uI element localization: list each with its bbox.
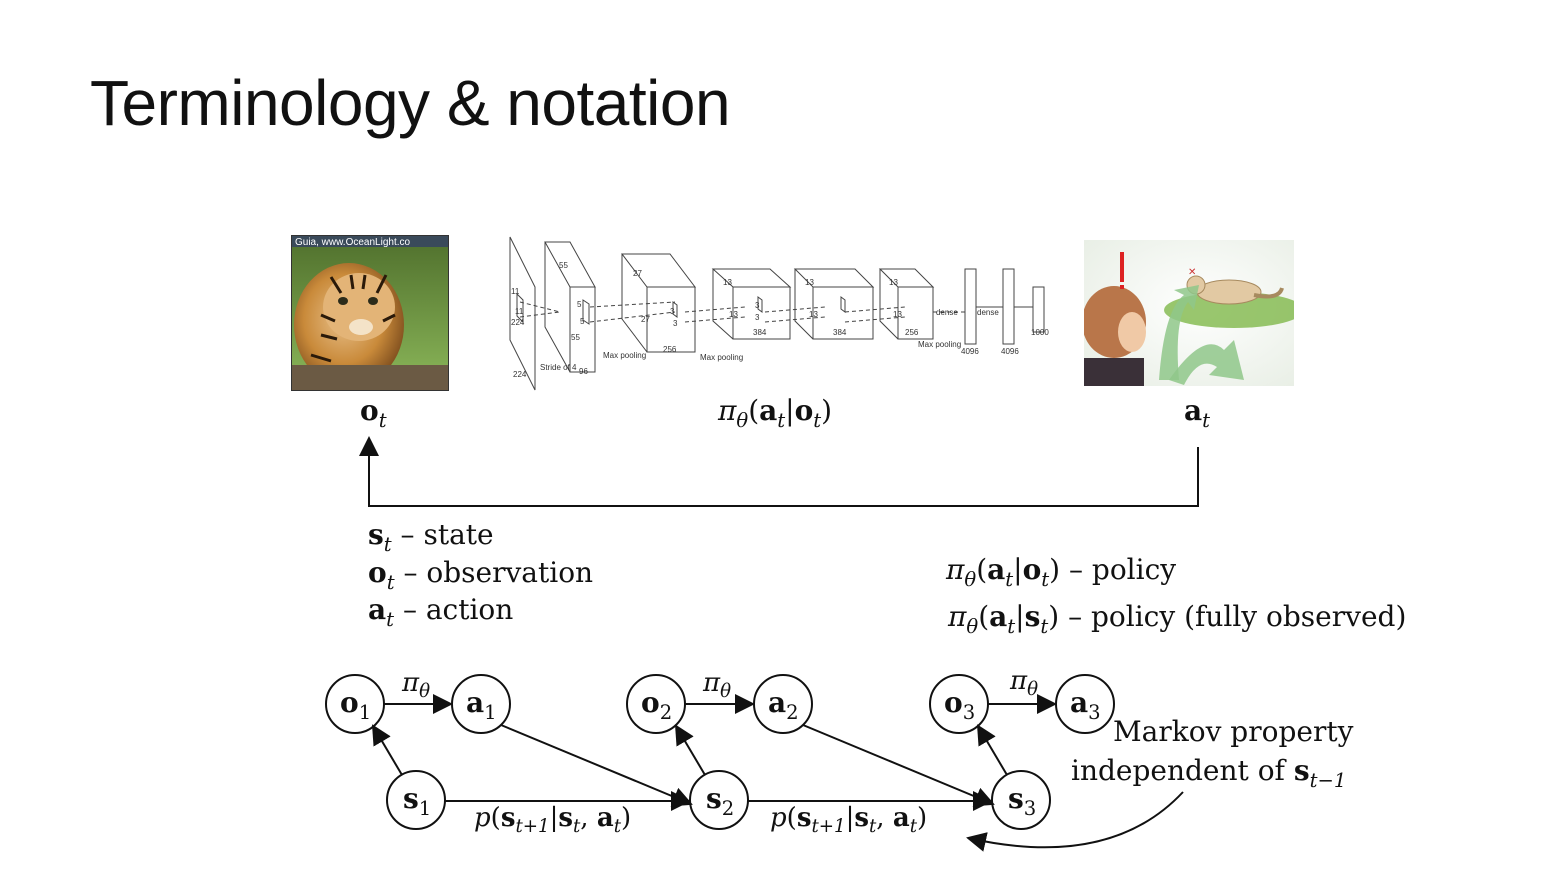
- net-label: 13: [805, 278, 814, 287]
- net-label: 27: [641, 315, 650, 324]
- edge-s1-o1: [371, 724, 403, 776]
- net-label: 3: [755, 301, 760, 310]
- transition-label-2: p(st+1|st, at): [770, 803, 928, 838]
- net-label: 5: [577, 300, 582, 309]
- net-label: 256: [905, 328, 919, 337]
- net-label: 55: [559, 261, 568, 270]
- term-observation: ot – observation: [368, 556, 594, 594]
- net-label: Stride of 4: [540, 363, 577, 372]
- net-label: 5: [580, 317, 585, 326]
- edge-a2-s3: [802, 724, 995, 807]
- net-label: 3: [673, 319, 678, 328]
- edge-s3-o3: [976, 724, 1008, 776]
- net-label: 13: [809, 310, 818, 319]
- tiger-observation-image: Guia, www.OceanLight.co: [291, 235, 449, 391]
- net-label: Max pooling: [700, 353, 743, 362]
- edge-label-pi-1: πθ: [402, 668, 431, 703]
- net-label: 256: [663, 345, 677, 354]
- node-label-o1: o1: [340, 686, 372, 724]
- net-label: 13: [729, 310, 738, 319]
- net-label: dense: [936, 308, 958, 317]
- observation-label: ot: [360, 394, 387, 432]
- action-image: ✕: [1084, 240, 1294, 386]
- edge-label-pi-2: πθ: [703, 668, 732, 703]
- net-label: 4096: [961, 347, 979, 356]
- markov-note-line1: Markov property: [1113, 715, 1354, 748]
- net-label: 384: [833, 328, 847, 337]
- edge-s2-o2: [674, 724, 706, 776]
- net-label: 13: [893, 310, 902, 319]
- policy-label: πθ(at|ot): [718, 394, 833, 432]
- term-state: st – state: [368, 518, 494, 556]
- node-label-o2: o2: [641, 686, 673, 724]
- net-label: 13: [889, 278, 898, 287]
- edge-label-pi-3: πθ: [1010, 666, 1039, 701]
- markov-curved-arrow: [966, 791, 1184, 852]
- net-label: 11: [515, 307, 524, 316]
- policy-partial: πθ(at|ot) – policy: [946, 553, 1177, 591]
- net-label: 13: [723, 278, 732, 287]
- net-label: 55: [571, 333, 580, 342]
- net-label: Max pooling: [603, 351, 646, 360]
- net-label: 224: [513, 370, 527, 379]
- node-label-a2: a2: [768, 686, 799, 724]
- tiger-watermark: Guia, www.OceanLight.co: [295, 237, 410, 248]
- node-label-o3: o3: [944, 686, 976, 724]
- node-label-s1: s1: [403, 782, 432, 820]
- net-label: dense: [977, 308, 999, 317]
- node-label-s2: s2: [706, 782, 735, 820]
- net-label: 4096: [1001, 347, 1019, 356]
- transition-label-1: p(st+1|st, at): [474, 803, 632, 838]
- svg-text:✕: ✕: [1188, 267, 1196, 278]
- action-label: at: [1184, 394, 1211, 432]
- edge-a1-s2: [500, 724, 693, 807]
- net-label: 3: [670, 307, 675, 316]
- slide-title: Terminology & notation: [90, 67, 731, 139]
- net-label: 96: [579, 367, 588, 376]
- net-label: 224: [511, 318, 525, 327]
- net-label: 27: [633, 269, 642, 278]
- node-label-a3: a3: [1070, 686, 1101, 724]
- net-label: 384: [753, 328, 767, 337]
- markov-note-line2: independent of st−1: [1071, 754, 1347, 792]
- net-label: Max pooling: [918, 340, 961, 349]
- net-label: 3: [755, 313, 760, 322]
- net-label: 1000: [1031, 328, 1049, 337]
- node-label-s3: s3: [1008, 782, 1037, 820]
- convnet-diagram: 11 11 224 224 55 55 5 5 Stride of 4 96 2…: [509, 236, 1049, 391]
- term-action: at – action: [368, 593, 514, 631]
- node-label-a1: a1: [466, 686, 497, 724]
- policy-full: πθ(at|st) – policy (fully observed): [948, 600, 1407, 638]
- net-label: 11: [511, 287, 520, 296]
